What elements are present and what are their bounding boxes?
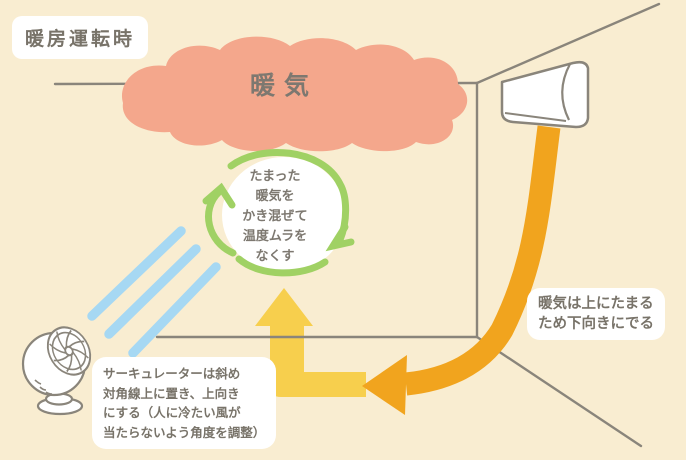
ceiling-right-edge: [475, 2, 661, 85]
fan-face: [46, 326, 92, 376]
cycle-note-line: かき混ぜて: [242, 209, 308, 224]
fan-blades: [49, 329, 89, 373]
cycle-note-line: 温度ムラを: [242, 229, 308, 244]
floor-right-edge: [475, 335, 643, 448]
fan-note-line: にする（人に冷たい風が: [103, 405, 241, 420]
cycle-note-line: たまった: [249, 169, 301, 184]
air-conditioner-icon: [500, 60, 590, 129]
fan-airflow-lines-icon: [87, 226, 221, 358]
cycle-note: たまった 暖気を かき混ぜて 温度ムラを なくす: [200, 167, 350, 267]
fan-note-line: 対角線上に置き、上向き: [103, 385, 240, 401]
circulator-fan-icon: [21, 326, 92, 416]
fan-note-box: サーキュレーターは斜め 対角線上に置き、上向き にする（人に冷たい風が 当たらな…: [92, 357, 277, 449]
fan-speed-ticks: [34, 379, 53, 395]
cycle-arc-bottom: [235, 255, 329, 277]
warm-air-label: 暖気: [250, 71, 319, 100]
fan-note-line: 当たらないよう角度を調整）: [103, 424, 266, 440]
warm-air-cloud: [121, 36, 468, 152]
cycle-note-line: 暖気を: [255, 189, 295, 204]
mix-up-arrow-icon: [255, 288, 366, 397]
warm-air-downdraft-arrow-icon: [362, 125, 561, 415]
cycle-arrowhead-up: [202, 182, 236, 209]
diagram-title: 暖房運転時: [25, 28, 136, 50]
diagram-title-box: 暖房運転時: [12, 16, 149, 59]
fan-note-line: サーキュレーターは斜め: [103, 366, 241, 381]
fan-hub: [64, 345, 74, 357]
ac-note-line: ため下向きにでる: [538, 316, 654, 332]
cycle-arc-top-right: [227, 148, 350, 244]
cycle-arrow-icon: [202, 148, 355, 277]
cycle-note-line: なくす: [255, 249, 295, 264]
ac-note-line: 暖気は上にたまる: [538, 296, 654, 312]
ac-note-box: 暖気は上にたまる ため下向きにでる: [527, 288, 665, 340]
cycle-arrowhead-down: [325, 223, 355, 252]
